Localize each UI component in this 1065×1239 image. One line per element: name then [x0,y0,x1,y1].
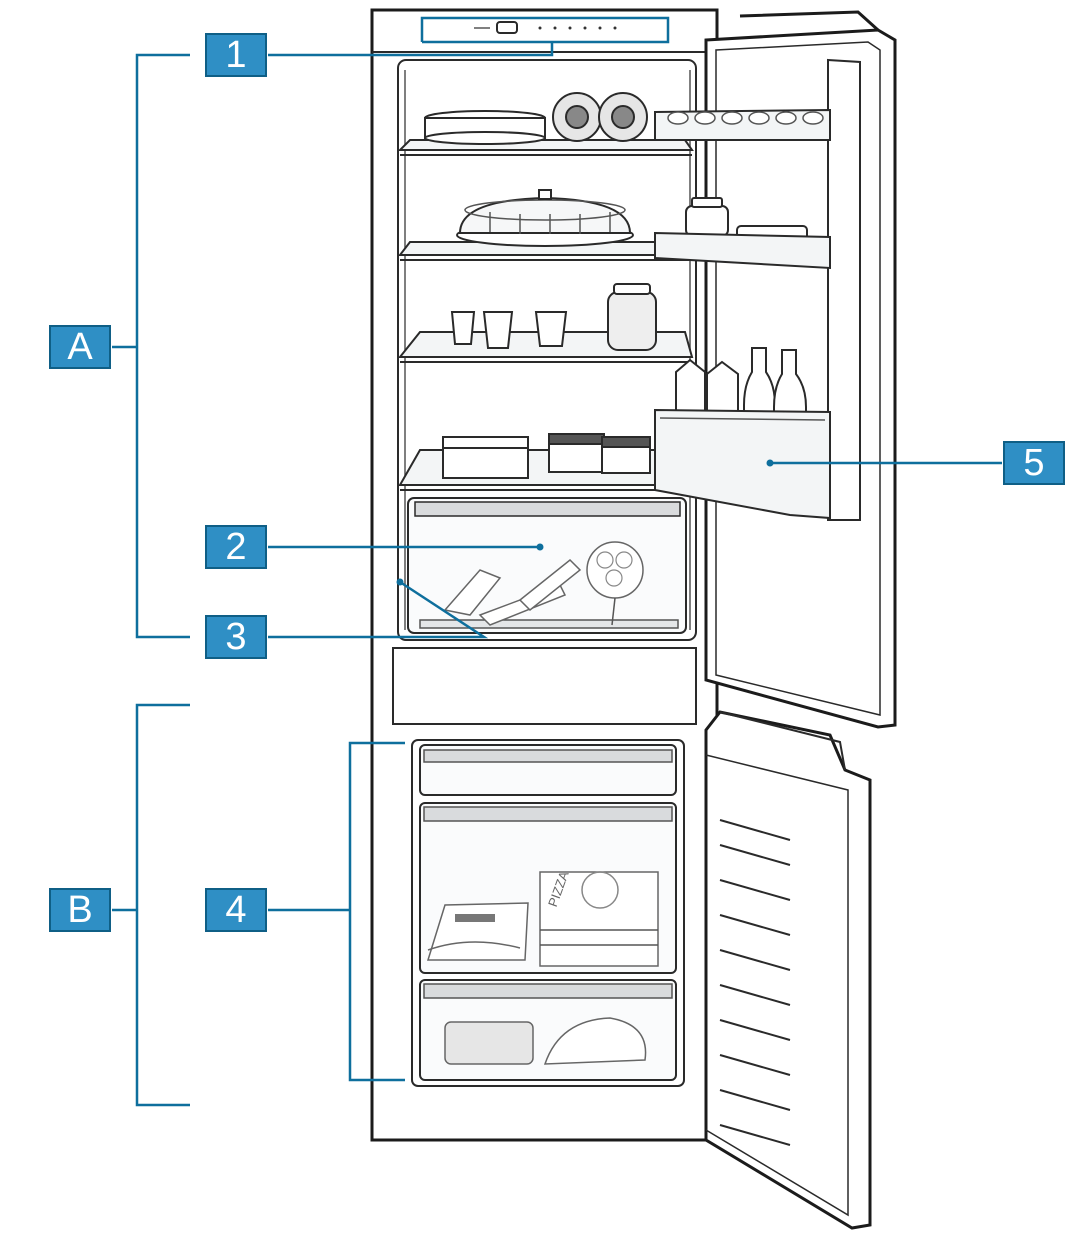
callout-5: 5 [1003,441,1065,485]
vegetable-drawer [407,497,687,634]
door-shelf-middle [654,197,831,270]
callout-lines [112,16,1002,1107]
callout-1: 1 [205,33,267,77]
freezer-door [704,710,872,1230]
freezer-drawer-top [419,744,677,796]
callout-2: 2 [205,525,267,569]
fridge-compartment [397,59,697,641]
callout-4: 4 [205,888,267,932]
food-containers [442,433,651,479]
divider-panel [392,647,697,725]
control-panel [372,21,717,53]
door-bottle-shelf [654,347,831,520]
food-yogurts-and-jar [450,283,657,351]
callout-a: A [49,325,111,369]
door-egg-tray [654,108,831,141]
freezer-drawer-middle: PIZZA [419,802,677,974]
freezer-compartment [411,739,685,1087]
food-cake-dome [456,189,634,247]
freezer-door-ribs [719,819,791,1146]
food-plate-and-rolls [424,92,648,145]
freezer-drawer-bottom [419,979,677,1081]
callout-b: B [49,888,111,932]
callout-3: 3 [205,615,267,659]
fridge-door [654,10,897,729]
